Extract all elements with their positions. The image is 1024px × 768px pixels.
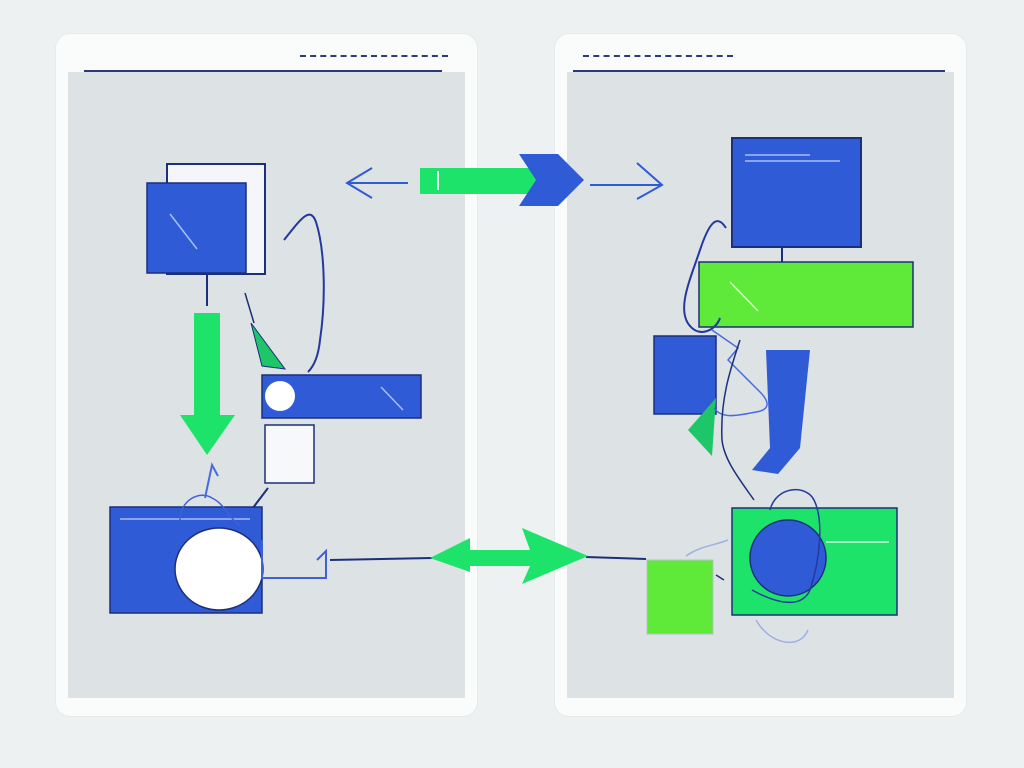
green-flow-bar bbox=[420, 168, 536, 194]
bar-circle bbox=[265, 381, 295, 411]
front-blue-square bbox=[146, 182, 247, 274]
green-triangle bbox=[250, 322, 287, 370]
triangle-connector bbox=[244, 292, 255, 324]
arrow-right-icon bbox=[519, 154, 584, 206]
left-panel-header-dash bbox=[300, 55, 448, 57]
right-green-triangle bbox=[688, 398, 716, 456]
bottom-left-line bbox=[329, 557, 433, 561]
lime-square-link bbox=[685, 539, 729, 557]
card-circle bbox=[174, 527, 264, 611]
lime-bar-highlight bbox=[729, 281, 759, 312]
right-small-square bbox=[653, 335, 717, 415]
square-highlight bbox=[169, 213, 198, 250]
card-loop bbox=[179, 494, 241, 526]
card-up-hook bbox=[204, 462, 219, 499]
right-tangle-2 bbox=[720, 339, 755, 501]
arrow-down-icon bbox=[180, 313, 235, 455]
lime-square-tick bbox=[715, 574, 725, 581]
right-panel-title-rule bbox=[573, 70, 945, 72]
right-down-pointer bbox=[752, 350, 810, 474]
right-lime-square bbox=[646, 559, 714, 635]
green-card-circle bbox=[749, 519, 827, 597]
right-loop-curve bbox=[683, 220, 727, 333]
card-tab-outline bbox=[261, 540, 327, 579]
bar-highlight bbox=[380, 386, 404, 411]
arrow-right-thin-icon bbox=[636, 162, 664, 200]
bottom-right-line bbox=[585, 556, 647, 560]
left-panel-title-rule bbox=[84, 70, 442, 72]
lime-bar bbox=[698, 261, 914, 328]
white-square bbox=[264, 424, 315, 484]
double-arrow-icon bbox=[430, 528, 588, 584]
green-card-tail bbox=[755, 619, 809, 644]
right-blue-square bbox=[731, 137, 862, 248]
curved-connector bbox=[283, 213, 325, 373]
green-card-loop bbox=[751, 488, 821, 604]
right-panel-header-dash bbox=[583, 55, 733, 57]
right-tangle-1 bbox=[711, 329, 768, 417]
